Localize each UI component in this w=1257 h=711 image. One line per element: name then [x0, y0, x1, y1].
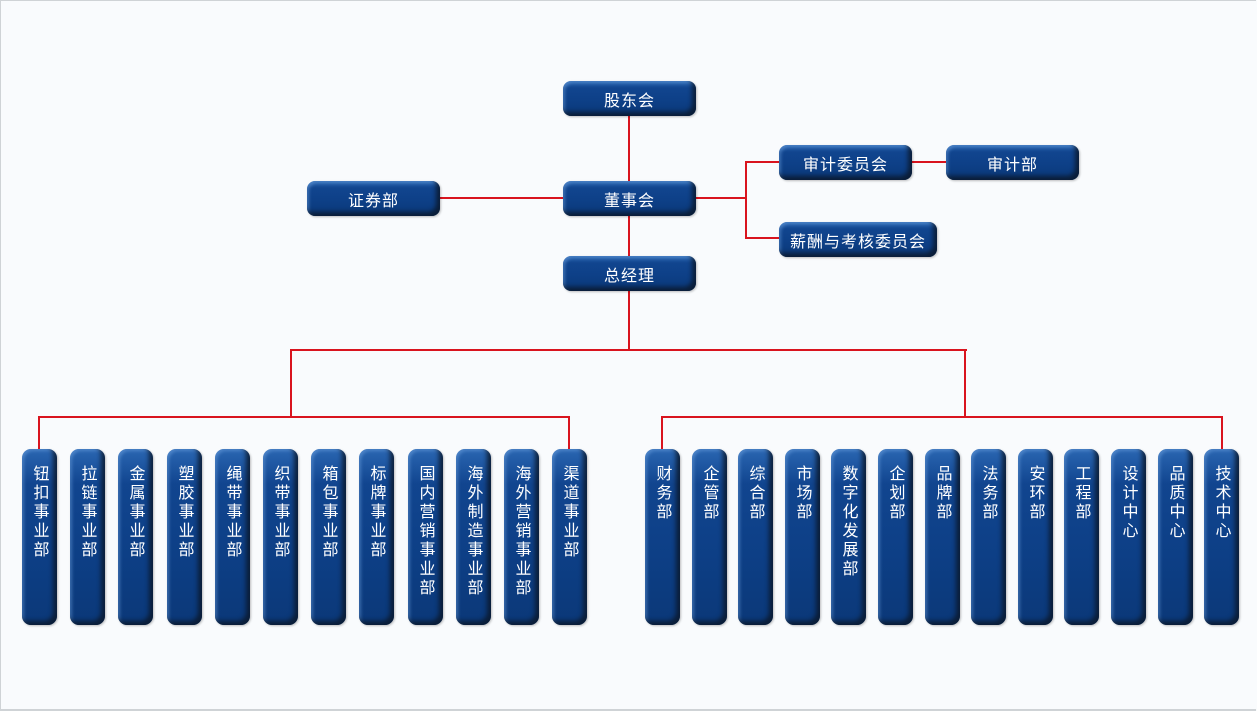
- node-business-unit: 国内营销事业部: [408, 449, 443, 625]
- node-functional-dept: 设计中心: [1111, 449, 1146, 625]
- node-business-unit: 标牌事业部: [359, 449, 394, 625]
- node-functional-dept-label: 工程部: [1072, 465, 1092, 522]
- connector-to-audit-committee: [745, 161, 780, 163]
- node-functional-dept-label: 企管部: [700, 465, 720, 522]
- connector-to-compensation: [745, 237, 780, 239]
- node-business-unit: 拉链事业部: [70, 449, 105, 625]
- node-business-unit-label: 海外营销事业部: [512, 465, 532, 598]
- node-audit-dept: 审计部: [946, 145, 1079, 180]
- node-securities: 证券部: [307, 181, 440, 216]
- connector-main-horizontal: [290, 349, 967, 351]
- connector-shareholders-board: [628, 116, 630, 182]
- node-business-unit-label: 绳带事业部: [223, 465, 243, 560]
- node-audit-committee: 审计委员会: [779, 145, 912, 180]
- node-functional-dept: 技术中心: [1204, 449, 1239, 625]
- connector-right-bus: [661, 416, 1223, 418]
- node-functional-dept: 品质中心: [1158, 449, 1193, 625]
- node-functional-dept: 企划部: [878, 449, 913, 625]
- node-functional-dept: 综合部: [738, 449, 773, 625]
- node-functional-dept-label: 品质中心: [1166, 465, 1186, 541]
- node-functional-dept: 数字化发展部: [831, 449, 866, 625]
- node-functional-dept: 品牌部: [925, 449, 960, 625]
- node-functional-dept-label: 财务部: [653, 465, 673, 522]
- node-functional-dept-label: 综合部: [746, 465, 766, 522]
- node-business-unit: 金属事业部: [118, 449, 153, 625]
- node-business-unit-label: 钮扣事业部: [30, 465, 50, 560]
- node-functional-dept-label: 数字化发展部: [839, 465, 859, 579]
- connector-right-drop: [964, 349, 966, 418]
- connector-board-gm: [628, 216, 630, 257]
- node-business-unit-label: 金属事业部: [126, 465, 146, 560]
- node-functional-dept-label: 法务部: [979, 465, 999, 522]
- node-general-manager: 总经理: [563, 256, 696, 291]
- node-compensation-committee: 薪酬与考核委员会: [779, 222, 937, 257]
- node-business-unit-label: 塑胶事业部: [175, 465, 195, 560]
- connector-board-right: [695, 197, 747, 199]
- node-business-unit-label: 海外制造事业部: [464, 465, 484, 598]
- node-business-unit-label: 拉链事业部: [78, 465, 98, 560]
- node-business-unit-label: 箱包事业部: [319, 465, 339, 560]
- connector-right-bus-end: [1221, 416, 1223, 450]
- connector-gm-down: [628, 290, 630, 351]
- node-business-unit-label: 织带事业部: [271, 465, 291, 560]
- node-functional-dept-label: 市场部: [793, 465, 813, 522]
- node-board: 董事会: [563, 181, 696, 216]
- connector-left-bus-end: [568, 416, 570, 450]
- node-shareholders: 股东会: [563, 81, 696, 116]
- node-business-unit: 绳带事业部: [215, 449, 250, 625]
- node-functional-dept-label: 品牌部: [933, 465, 953, 522]
- connector-right-bus-start: [661, 416, 663, 450]
- connector-left-bus-start: [38, 416, 40, 450]
- node-business-unit: 海外制造事业部: [456, 449, 491, 625]
- node-business-unit: 塑胶事业部: [167, 449, 202, 625]
- node-business-unit: 渠道事业部: [552, 449, 587, 625]
- connector-audit-committee-dept: [911, 161, 947, 163]
- node-business-unit: 织带事业部: [263, 449, 298, 625]
- node-business-unit: 海外营销事业部: [504, 449, 539, 625]
- node-functional-dept-label: 设计中心: [1119, 465, 1139, 541]
- node-functional-dept-label: 安环部: [1026, 465, 1046, 522]
- connector-left-bus: [38, 416, 570, 418]
- connector-securities-board: [440, 197, 564, 199]
- node-functional-dept-label: 企划部: [886, 465, 906, 522]
- node-business-unit-label: 国内营销事业部: [416, 465, 436, 598]
- node-business-unit: 箱包事业部: [311, 449, 346, 625]
- node-functional-dept: 安环部: [1018, 449, 1053, 625]
- node-business-unit: 钮扣事业部: [22, 449, 57, 625]
- node-business-unit-label: 渠道事业部: [560, 465, 580, 560]
- node-functional-dept: 企管部: [692, 449, 727, 625]
- node-functional-dept-label: 技术中心: [1212, 465, 1232, 541]
- node-functional-dept: 市场部: [785, 449, 820, 625]
- node-business-unit-label: 标牌事业部: [367, 465, 387, 560]
- node-functional-dept: 财务部: [645, 449, 680, 625]
- connector-committee-vertical: [745, 161, 747, 239]
- connector-left-drop: [290, 349, 292, 418]
- node-functional-dept: 工程部: [1064, 449, 1099, 625]
- node-functional-dept: 法务部: [971, 449, 1006, 625]
